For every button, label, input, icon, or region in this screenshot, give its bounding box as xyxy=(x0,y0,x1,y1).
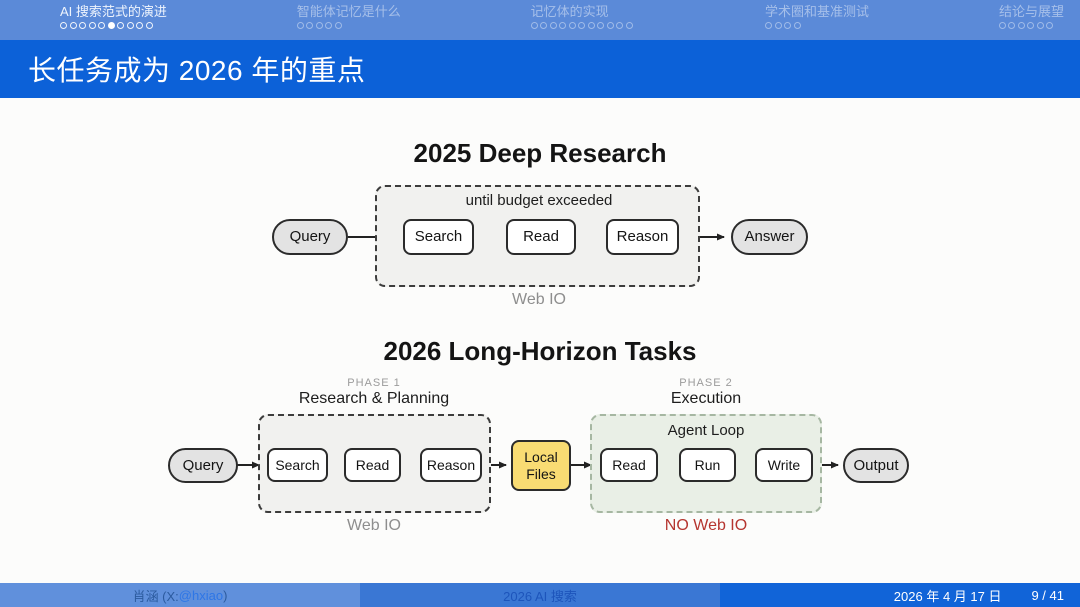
progress-dot[interactable] xyxy=(549,22,557,29)
progress-dot[interactable] xyxy=(765,22,773,29)
progress-dot[interactable] xyxy=(1027,22,1035,29)
progress-dot[interactable] xyxy=(774,22,782,29)
nav-section-agent-memory[interactable]: 智能体记忆是什么 xyxy=(296,4,401,30)
agent-loop-label: Agent Loop xyxy=(667,422,745,439)
nav-section-memory-impl[interactable]: 记忆体的实现 xyxy=(530,4,636,30)
node-query-2026: Query xyxy=(168,448,238,483)
node-search-2025: Search xyxy=(403,219,474,255)
node-output-2026: Output xyxy=(843,448,909,483)
progress-dot[interactable] xyxy=(117,22,124,29)
progress-dot[interactable] xyxy=(136,22,143,29)
node-read-2026-p2: Read xyxy=(600,448,658,482)
progress-dot[interactable] xyxy=(69,22,77,29)
progress-dots xyxy=(530,21,636,30)
progress-dot[interactable] xyxy=(296,22,304,29)
progress-dot[interactable] xyxy=(145,22,153,29)
node-reason-2025: Reason xyxy=(606,219,679,255)
nav-section-ai-search[interactable]: AI 搜索范式的演进 xyxy=(60,5,167,30)
nav-section-label: AI 搜索范式的演进 xyxy=(60,4,167,19)
progress-dot[interactable] xyxy=(1008,22,1016,29)
node-local-files: Local Files xyxy=(511,440,571,491)
phase1-tag: PHASE 1 xyxy=(347,377,401,389)
progress-dot[interactable] xyxy=(530,22,538,29)
progress-dots xyxy=(765,21,869,30)
short-title-text: 2026 AI 搜索 xyxy=(503,588,577,604)
node-reason-2026: Reason xyxy=(420,448,482,482)
progress-dot[interactable] xyxy=(597,22,605,29)
author-name: 肖涵 (X: xyxy=(132,588,179,604)
footer-date: 2026 年 4 月 17 日 xyxy=(893,588,1002,604)
node-answer-2025: Answer xyxy=(731,219,808,255)
section-navbar: AI 搜索范式的演进 智能体记忆是什么 记忆体的实现 学术圈和基准测试 结论与展… xyxy=(0,0,1080,40)
diagram-title-2026: 2026 Long-Horizon Tasks xyxy=(383,336,697,366)
progress-dot[interactable] xyxy=(306,22,314,29)
no-web-io-label: NO Web IO xyxy=(664,517,748,534)
node-search-2026: Search xyxy=(267,448,328,482)
nav-section-label: 结论与展望 xyxy=(998,4,1064,19)
progress-dot[interactable] xyxy=(793,22,801,29)
footer-author: 肖涵 (X: @hxiao) xyxy=(0,583,360,607)
progress-dot[interactable] xyxy=(625,22,633,29)
progress-dot[interactable] xyxy=(606,22,614,29)
progress-dot[interactable] xyxy=(578,22,586,29)
progress-dot[interactable] xyxy=(1036,22,1044,29)
footer-date-page: 2026 年 4 月 17 日 9 / 41 xyxy=(720,583,1080,607)
progress-dot[interactable] xyxy=(1017,22,1025,29)
progress-dot[interactable] xyxy=(98,22,105,29)
node-read-2026-p1: Read xyxy=(344,448,401,482)
node-read-2025: Read xyxy=(506,219,576,255)
progress-dot[interactable] xyxy=(60,22,67,29)
footline: 肖涵 (X: @hxiao) 2026 AI 搜索 2026 年 4 月 17 … xyxy=(0,583,1080,607)
phase1-name: Research & Planning xyxy=(298,390,450,407)
progress-dot[interactable] xyxy=(88,22,96,29)
node-run-2026: Run xyxy=(679,448,736,482)
progress-dot[interactable] xyxy=(126,22,134,29)
page-title: 长任务成为 2026 年的重点 xyxy=(28,55,366,86)
progress-dot[interactable] xyxy=(587,22,595,29)
nav-section-label: 记忆体的实现 xyxy=(530,4,609,19)
nav-section-academic-benchmarks[interactable]: 学术圈和基准测试 xyxy=(765,5,869,30)
progress-dot[interactable] xyxy=(784,22,792,29)
progress-dot[interactable] xyxy=(568,22,576,29)
diagram-title-2025: 2025 Deep Research xyxy=(413,138,667,168)
phase2-tag: PHASE 2 xyxy=(679,377,733,389)
progress-dot[interactable] xyxy=(540,22,548,29)
node-query-2025: Query xyxy=(272,219,348,255)
footer-short-title: 2026 AI 搜索 xyxy=(360,583,720,607)
progress-dots xyxy=(998,21,1064,30)
slide-content: 2025 Deep Research until budget exceeded… xyxy=(0,98,1080,583)
progress-dot[interactable] xyxy=(315,22,323,29)
progress-dot[interactable] xyxy=(79,22,86,29)
progress-dot[interactable] xyxy=(107,22,115,29)
progress-dot[interactable] xyxy=(325,22,333,29)
progress-dot[interactable] xyxy=(559,22,567,29)
author-handle-link[interactable]: @hxiao xyxy=(178,587,224,603)
progress-dot[interactable] xyxy=(998,22,1006,29)
phase2-name: Execution xyxy=(670,390,742,407)
progress-dot[interactable] xyxy=(1046,22,1054,29)
web-io-label-2025: Web IO xyxy=(512,291,566,308)
slide-title-bar: 长任务成为 2026 年的重点 xyxy=(0,40,1080,98)
nav-section-label: 学术圈和基准测试 xyxy=(765,4,870,19)
progress-dots xyxy=(60,21,167,30)
node-write-2026: Write xyxy=(755,448,813,482)
progress-dots xyxy=(296,21,401,30)
progress-dot[interactable] xyxy=(334,22,342,29)
author-suffix: ) xyxy=(223,587,228,603)
progress-dot[interactable] xyxy=(616,22,624,29)
nav-section-conclusion[interactable]: 结论与展望 xyxy=(998,4,1064,30)
web-io-label-2026: Web IO xyxy=(347,517,401,534)
footer-page-number: 9 / 41 xyxy=(1031,587,1064,603)
budget-loop-label: until budget exceeded xyxy=(465,192,613,209)
nav-section-label: 智能体记忆是什么 xyxy=(296,4,401,19)
